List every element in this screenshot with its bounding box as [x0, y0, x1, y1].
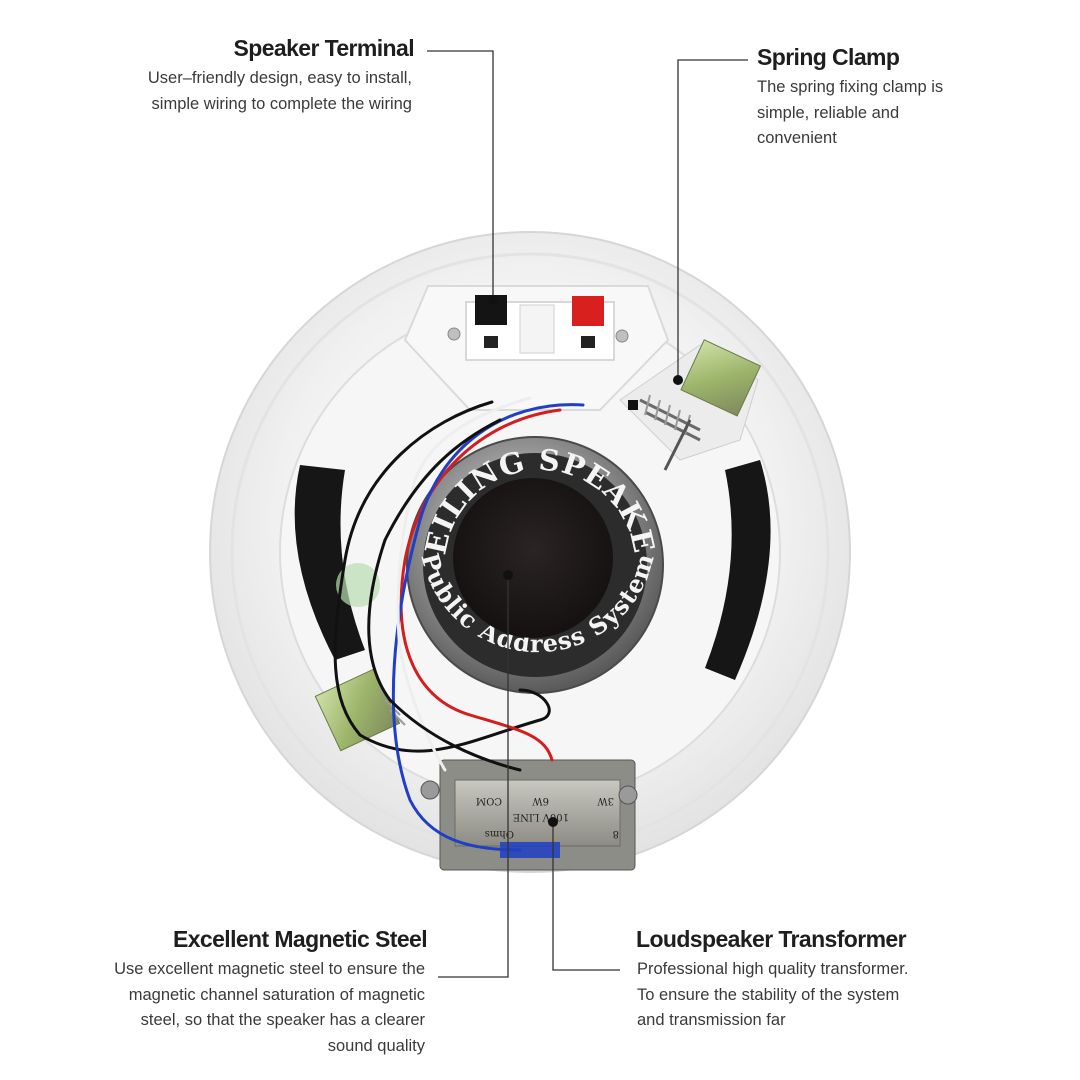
- spring-clamp-line: convenient: [757, 129, 837, 147]
- xf-label-eight: 8: [613, 828, 619, 839]
- magnetic-steel-title: Excellent Magnetic Steel: [172, 926, 428, 952]
- magnetic-steel-description: Use excellent magnetic steel to ensure t…: [60, 957, 425, 1059]
- speaker-terminal-description: User–friendly design, easy to install, s…: [100, 66, 412, 117]
- transformer-line: Professional high quality transformer.: [637, 960, 909, 978]
- magnetic-steel-line: Use excellent magnetic steel to ensure t…: [114, 960, 425, 978]
- transformer-description: Professional high quality transformer. T…: [637, 957, 967, 1034]
- magnetic-steel-line: sound quality: [327, 1036, 425, 1055]
- xf-label-3w: 3W: [597, 795, 614, 806]
- xf-label-ohms: Ohms: [485, 828, 514, 839]
- spring-clamp-title: Spring Clamp: [757, 44, 900, 70]
- spring-clamp-line: The spring fixing clamp is: [757, 78, 944, 96]
- speaker-terminal-line: User–friendly design, easy to install,: [147, 69, 412, 87]
- spring-clamp-description: The spring fixing clamp is simple, relia…: [757, 75, 1017, 152]
- xf-label-com: COM: [476, 795, 502, 806]
- transformer-line: and transmission far: [637, 1011, 786, 1029]
- transformer-title: Loudspeaker Transformer: [636, 926, 907, 952]
- speaker-terminal-line: simple wiring to complete the wiring: [151, 94, 412, 113]
- speaker-terminal-title: Speaker Terminal: [233, 35, 415, 61]
- xf-label-6w: 6W: [532, 795, 549, 806]
- magnetic-steel-line: magnetic channel saturation of magnetic: [128, 985, 425, 1004]
- xf-label-line: 100V LINE: [513, 811, 569, 822]
- spring-clamp-line: simple, reliable and: [757, 103, 900, 122]
- transformer-line: To ensure the stability of the system: [637, 985, 900, 1004]
- magnetic-steel-line: steel, so that the speaker has a clearer: [140, 1011, 425, 1029]
